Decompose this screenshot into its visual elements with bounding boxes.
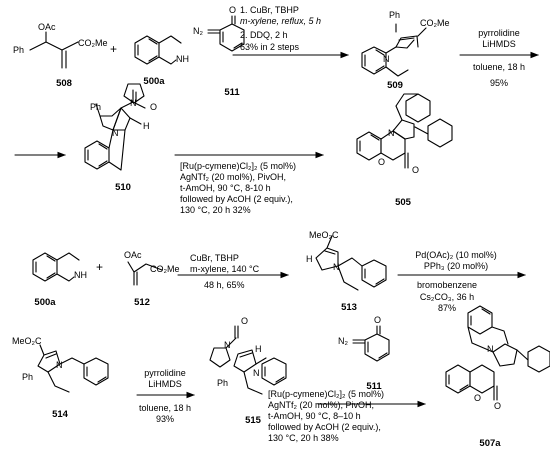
compound-505-structure bbox=[356, 93, 453, 169]
cubr-step-top1: CuBr, TBHP bbox=[190, 253, 239, 263]
step1-line4: 63% in 2 steps bbox=[240, 42, 300, 52]
step1-line1: 1. CuBr, TBHP bbox=[240, 5, 299, 15]
label-505-o-ring: O bbox=[378, 157, 386, 167]
label-510-n-amide: N bbox=[130, 98, 137, 108]
label-509-n: N bbox=[383, 54, 390, 64]
pyrrolidine-step-top2: LiHMDS bbox=[148, 379, 182, 389]
label-513-h: H bbox=[306, 254, 313, 264]
pd-step-bottom2: Cs₂CO₃, 36 h bbox=[419, 292, 475, 302]
label-507a-o-ring: O bbox=[474, 393, 482, 403]
compound-label-515: 515 bbox=[245, 415, 261, 426]
label-508-ester: CO₂Me bbox=[78, 38, 108, 48]
ru-conditions-row4-line5: 130 °C, 20 h 38% bbox=[268, 433, 339, 443]
compound-label-511-row4: 511 bbox=[366, 381, 382, 392]
ru-conditions-line1: [Ru(p-cymene)Cl₂]₂ (5 mol%) bbox=[180, 161, 297, 171]
label-515-n-amide: N bbox=[224, 340, 231, 350]
compound-label-510: 510 bbox=[115, 182, 131, 193]
label-512-oac: OAc bbox=[124, 250, 142, 260]
compound-label-511: 511 bbox=[224, 87, 240, 98]
cubr-step-bottom: 48 h, 65% bbox=[204, 280, 245, 290]
label-514-n: N bbox=[56, 360, 63, 370]
label-505-n: N bbox=[388, 128, 395, 138]
compound-510-structure bbox=[84, 83, 146, 171]
label-505-o-carbonyl: O bbox=[412, 165, 420, 175]
compound-514-structure bbox=[37, 344, 109, 393]
ru-conditions-line2: AgNTf₂ (20 mol%), PivOH, bbox=[180, 172, 287, 182]
compound-label-514: 514 bbox=[52, 409, 68, 420]
pyrrolidine-step-bottom1: toluene, 18 h bbox=[138, 403, 192, 413]
label-515-n-ring: N bbox=[253, 368, 260, 378]
label-511-row4-n2: N₂ bbox=[338, 336, 348, 346]
pd-step-bottom1: bromobenzene bbox=[416, 280, 478, 290]
ru-conditions-line3: t-AmOH, 90 °C, 8-10 h bbox=[180, 183, 271, 193]
ru-conditions-row4-line1: [Ru(p-cymene)Cl₂]₂ (5 mol%) bbox=[268, 389, 385, 399]
label-510-o: O bbox=[150, 102, 158, 112]
step2-top2: LiHMDS bbox=[482, 39, 516, 49]
compound-508-structure bbox=[29, 31, 79, 69]
plus-sign-row1: + bbox=[110, 42, 118, 56]
label-513-n: N bbox=[333, 262, 340, 272]
compound-512-structure bbox=[127, 261, 163, 286]
label-510-ph: Ph bbox=[90, 102, 102, 112]
pyrrolidine-step-top1: pyrrolidine bbox=[144, 368, 186, 378]
ru-conditions-line4: followed by AcOH (2 equiv.), bbox=[180, 194, 293, 204]
compound-label-500a-row3: 500a bbox=[34, 297, 56, 308]
label-515-h: H bbox=[255, 344, 262, 354]
label-513-ester: MeO₂C bbox=[309, 230, 339, 240]
label-507a-n: N bbox=[487, 344, 494, 354]
label-514-ph: Ph bbox=[22, 372, 34, 382]
compound-label-507a: 507a bbox=[479, 438, 501, 449]
compound-511-structure bbox=[207, 15, 245, 52]
cubr-step-top2: m-xylene, 140 °C bbox=[190, 264, 260, 274]
compound-500a-structure bbox=[134, 35, 182, 65]
label-515-o: O bbox=[241, 316, 249, 326]
ru-conditions-row4-line2: AgNTf₂ (20 mol%), PivOH, bbox=[268, 400, 375, 410]
ru-conditions-line5: 130 °C, 20 h 32% bbox=[180, 205, 251, 215]
label-500a-row3-nh: NH bbox=[74, 270, 87, 280]
compound-515-structure bbox=[209, 325, 287, 395]
compound-label-513: 513 bbox=[341, 302, 357, 313]
compound-label-509: 509 bbox=[387, 80, 403, 91]
compound-label-500a: 500a bbox=[143, 76, 165, 87]
compound-label-508: 508 bbox=[56, 78, 72, 89]
step1-line3: 2. DDQ, 2 h bbox=[240, 30, 288, 40]
label-500a-nh: NH bbox=[176, 54, 189, 64]
compound-label-512: 512 bbox=[134, 297, 150, 308]
label-511-o: O bbox=[229, 5, 237, 15]
pd-step-top2: PPh₃ (20 mol%) bbox=[423, 261, 489, 271]
label-509-ph: Ph bbox=[389, 10, 401, 20]
label-515-ph: Ph bbox=[217, 378, 229, 388]
label-512-ester: CO₂Me bbox=[150, 264, 180, 274]
step2-top1: pyrrolidine bbox=[478, 28, 520, 38]
compound-511-row4-structure bbox=[352, 325, 390, 362]
compound-507a-structure bbox=[445, 305, 550, 401]
label-508-ph: Ph bbox=[13, 45, 25, 55]
label-511-n2: N₂ bbox=[193, 26, 203, 36]
plus-sign-row3: + bbox=[96, 260, 104, 274]
label-510-h: H bbox=[143, 121, 150, 131]
label-507a-o-carbonyl: O bbox=[494, 401, 502, 411]
pd-step-bottom3: 87% bbox=[437, 303, 457, 313]
step2-bottom1: toluene, 18 h bbox=[472, 62, 526, 72]
label-508-oac: OAc bbox=[38, 22, 56, 32]
compound-500a-row3-structure bbox=[32, 252, 80, 282]
pyrrolidine-step-bottom2: 93% bbox=[155, 414, 175, 424]
step1-line2: m-xylene, reflux, 5 h bbox=[240, 16, 322, 26]
compound-509-structure bbox=[361, 23, 427, 77]
compound-513-structure bbox=[315, 235, 387, 291]
label-509-ester: CO₂Me bbox=[420, 18, 450, 28]
ru-conditions-row4-line3: t-AmOH, 90 °C, 8–10 h bbox=[268, 411, 361, 421]
label-514-ester: MeO₂C bbox=[12, 336, 42, 346]
pd-step-top1: Pd(OAc)₂ (10 mol%) bbox=[415, 250, 497, 260]
step2-bottom2: 95% bbox=[489, 78, 509, 88]
compound-label-505: 505 bbox=[395, 197, 411, 208]
label-510-n-ring: N bbox=[112, 128, 119, 138]
ru-conditions-row4-line4: followed by AcOH (2 equiv.), bbox=[268, 422, 381, 432]
label-511-row4-o: O bbox=[374, 315, 382, 325]
